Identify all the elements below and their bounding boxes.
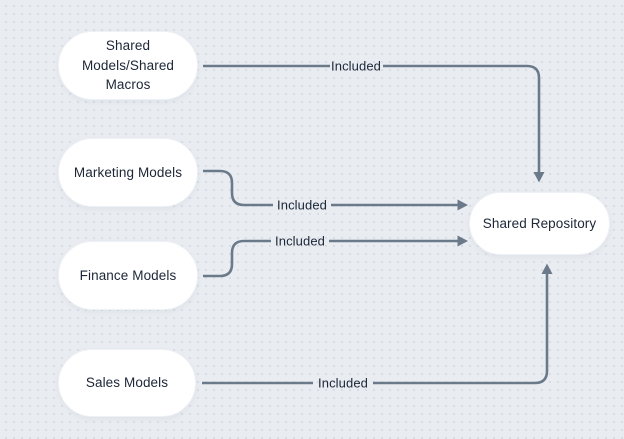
connector-sales-to-repository [202,263,553,385]
arrowhead-right [457,235,468,247]
arrowhead-up [541,263,553,274]
connector-finance-to-repository [203,235,468,278]
node-finance-models: Finance Models [58,241,198,310]
arrowhead-right [457,199,468,211]
node-shared-repository: Shared Repository [469,192,610,255]
node-label: Shared Models/Shared Macros [81,38,175,93]
node-marketing-models: Marketing Models [58,138,198,207]
node-label: Shared Repository [482,215,597,231]
connector-label-included-top: Included [331,58,381,74]
connector-label-included-sales: Included [318,375,368,391]
node-shared-models-macros: Shared Models/Shared Macros [58,31,198,100]
node-label: Finance Models [79,267,177,283]
connector-marketing-to-repository [203,169,468,211]
connector-label-included-finance: Included [275,233,325,249]
arrowhead-down [533,172,545,183]
node-label: Marketing Models [73,164,183,180]
connector-shared-models-to-repository [203,64,545,183]
node-sales-models: Sales Models [58,349,196,417]
connector-label-included-marketing: Included [277,197,327,213]
node-label: Sales Models [85,375,169,391]
